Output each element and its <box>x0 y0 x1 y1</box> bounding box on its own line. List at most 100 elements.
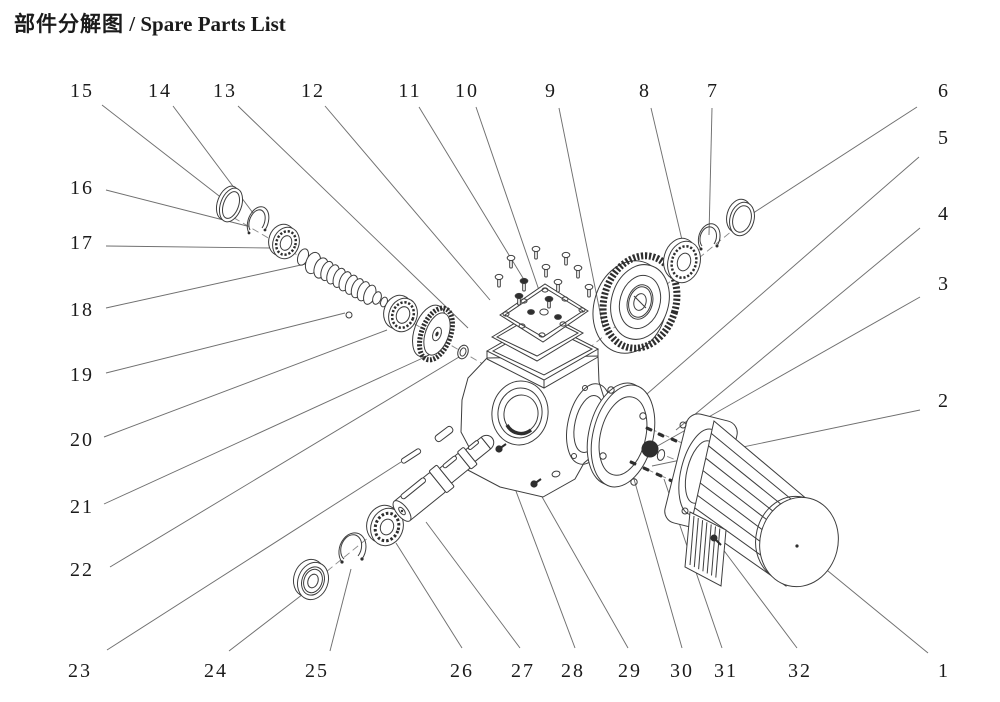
screw-icon <box>544 295 554 309</box>
flange-group <box>586 382 691 488</box>
output-shaft-group <box>292 425 495 601</box>
circlip <box>697 223 721 251</box>
cover-screws <box>494 245 594 320</box>
seal-ring <box>215 185 244 223</box>
callout-5: 5 <box>631 127 950 408</box>
leader-line-9 <box>558 107 604 328</box>
ball-bearing <box>383 294 418 333</box>
worm-shaft <box>296 248 399 313</box>
part-number-1: 1 <box>938 660 950 682</box>
leader-line-15 <box>101 104 224 200</box>
parallel-key <box>400 448 422 464</box>
part-number-10: 10 <box>455 80 479 102</box>
title-separator: / <box>124 12 141 36</box>
ball-bearing <box>268 223 300 260</box>
callout-7: 7 <box>707 80 719 236</box>
callout-11: 11 <box>398 80 527 284</box>
leader-line-12 <box>324 105 491 301</box>
screw-icon <box>514 292 524 306</box>
part-number-26: 26 <box>450 660 474 682</box>
callout-29: 29 <box>536 487 640 682</box>
part-number-21: 21 <box>70 496 94 518</box>
shaft-key <box>434 425 454 443</box>
screw-icon <box>561 251 571 266</box>
leader-line-17 <box>105 245 272 249</box>
callout-20: 20 <box>70 329 388 451</box>
part-number-14: 14 <box>148 80 172 102</box>
part-number-17: 17 <box>70 232 94 254</box>
callout-25: 25 <box>305 568 352 682</box>
part-number-19: 19 <box>70 364 94 386</box>
output-bore <box>491 380 549 446</box>
oil-seal <box>292 558 330 601</box>
leader-line-20 <box>103 329 388 438</box>
coupling-bush <box>641 440 666 461</box>
part-number-7: 7 <box>707 80 719 102</box>
circlip <box>338 532 367 564</box>
leader-line-25 <box>329 568 352 652</box>
callout-6: 6 <box>746 80 950 218</box>
part-number-13: 13 <box>213 80 237 102</box>
ball-bearing <box>663 237 701 284</box>
leader-line-5 <box>631 156 920 408</box>
part-number-5: 5 <box>938 127 950 149</box>
screw-icon <box>519 277 529 292</box>
screw-icon <box>531 245 541 260</box>
screw-icon <box>541 263 551 278</box>
part-number-27: 27 <box>511 660 535 682</box>
leader-line-10 <box>475 106 543 300</box>
vent-screw <box>495 443 507 453</box>
title-chinese: 部件分解图 <box>14 12 124 36</box>
part-number-20: 20 <box>70 429 94 451</box>
leader-line-11 <box>418 106 527 284</box>
part-number-9: 9 <box>545 80 557 102</box>
pinion-gear <box>412 304 455 363</box>
callout-27: 27 <box>425 521 535 682</box>
part-number-4: 4 <box>938 203 950 225</box>
part-number-31: 31 <box>714 660 738 682</box>
leader-line-18 <box>105 262 311 309</box>
motor-drawing <box>664 413 839 588</box>
ball-bearing <box>366 504 404 547</box>
seal-ring <box>726 198 755 237</box>
worm-wheel-group <box>592 198 755 354</box>
worm-shaft-group <box>215 185 469 363</box>
screw-icon <box>527 309 535 315</box>
part-number-2: 2 <box>938 390 950 412</box>
leader-line-8 <box>650 107 687 258</box>
leader-line-6 <box>746 106 918 218</box>
callout-22: 22 <box>70 356 460 581</box>
screw-icon <box>506 254 516 269</box>
leader-line-4 <box>675 227 921 431</box>
leader-line-29 <box>536 487 629 649</box>
terminal-box <box>684 511 727 587</box>
callout-24: 24 <box>204 590 308 682</box>
part-number-32: 32 <box>788 660 812 682</box>
callout-13: 13 <box>213 80 469 329</box>
top-cover-drawing <box>499 283 589 343</box>
callout-17: 17 <box>70 232 272 254</box>
callout-8: 8 <box>639 80 687 258</box>
page-title: 部件分解图 / Spare Parts List <box>14 8 286 38</box>
part-number-23: 23 <box>68 660 92 682</box>
callout-12: 12 <box>301 80 491 301</box>
callout-9: 9 <box>545 80 604 328</box>
part-number-6: 6 <box>938 80 950 102</box>
screw-icon <box>584 283 594 298</box>
steel-ball <box>345 311 353 319</box>
leader-line-22 <box>109 356 460 568</box>
part-number-15: 15 <box>70 80 94 102</box>
worm-wheel-gear <box>592 252 681 354</box>
part-number-3: 3 <box>938 273 950 295</box>
part-number-12: 12 <box>301 80 325 102</box>
callout-30: 30 <box>631 471 692 682</box>
callout-10: 10 <box>455 80 543 300</box>
leader-line-30 <box>631 471 683 649</box>
foot-bolt-hole <box>551 470 561 478</box>
callout-23: 23 <box>68 461 402 682</box>
screw-icon <box>494 273 504 288</box>
leader-line-19 <box>105 312 346 374</box>
part-number-18: 18 <box>70 299 94 321</box>
